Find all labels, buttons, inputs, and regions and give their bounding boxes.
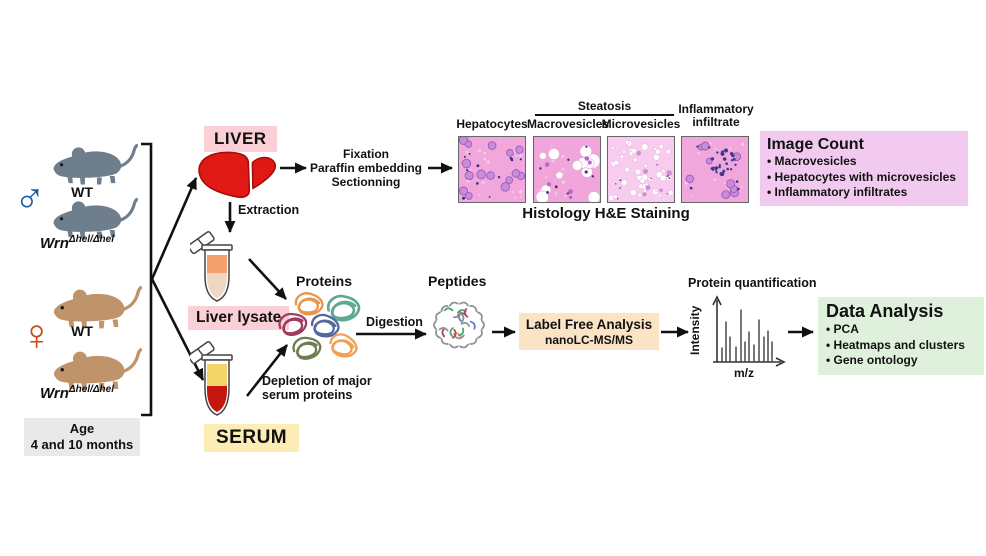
label-free-title: Label Free Analysis <box>525 317 653 332</box>
serum-tube-icon <box>190 341 233 416</box>
macrovesicles-image <box>533 136 601 203</box>
label-free-box: Label Free Analysis nanoLC-MS/MS <box>519 313 659 350</box>
protein-quantification-title: Protein quantification <box>688 276 817 290</box>
serum-tag: SERUM <box>204 424 300 452</box>
microvesicles-label: Microvesicles <box>601 117 681 131</box>
arrow-cohort-to-liver <box>150 177 198 280</box>
cohort-bracket <box>141 142 153 417</box>
image-count-box: Image Count Macrovesicles Hepatocytes wi… <box>760 131 968 206</box>
age-line2: 4 and 10 months <box>30 437 134 452</box>
histo-prep-steps: Fixation Paraffin embedding Sectionning <box>306 147 426 189</box>
steatosis-label: Steatosis <box>535 99 674 116</box>
image-count-item: Inflammatory infiltrates <box>767 185 963 201</box>
wt-male-label: WT <box>71 184 93 200</box>
liver-lysate-tube-icon <box>190 231 233 302</box>
liver-icon <box>198 151 276 199</box>
liver-lysate-tag: Liver lysate <box>188 306 290 330</box>
mutant-male-label: WrnΔhel/Δhel <box>40 234 114 252</box>
liver-tag: LIVER <box>204 126 277 152</box>
histology-caption: Histology H&E Staining <box>522 205 690 222</box>
proteins-label: Proteins <box>296 273 353 289</box>
digestion-label: Digestion <box>366 315 423 329</box>
female-symbol: ♀ <box>20 311 53 360</box>
extraction-label: Extraction <box>238 203 300 217</box>
inflammatory-image <box>681 136 749 203</box>
peptides-icon <box>433 301 485 349</box>
microvesicles-image <box>607 136 675 203</box>
peptides-label: Peptides <box>428 273 487 289</box>
prep-sectioning: Sectionning <box>331 175 401 189</box>
age-line1: Age <box>69 421 95 436</box>
label-free-subtitle: nanoLC-MS/MS <box>545 333 633 347</box>
mass-spectrum-plot <box>712 295 786 367</box>
wt-male-mouse-icon <box>46 142 138 186</box>
spectrum-y-axis-label: Intensity <box>688 305 702 355</box>
age-box: Age 4 and 10 months <box>24 418 140 456</box>
prep-paraffin: Paraffin embedding <box>309 161 422 175</box>
data-analysis-title: Data Analysis <box>826 301 944 321</box>
depletion-label: Depletion of major serum proteins <box>262 374 372 402</box>
arrow-serum-to-proteins <box>245 344 289 397</box>
hepatocytes-label: Hepatocytes <box>456 117 528 131</box>
wt-female-label: WT <box>71 323 93 339</box>
spectrum-x-axis-label: m/z <box>734 366 755 380</box>
proteins-icon <box>277 291 361 362</box>
arrow-lysate-to-proteins <box>248 258 287 300</box>
image-count-item: Macrovesicles <box>767 154 963 170</box>
data-analysis-box: Data Analysis PCA Heatmaps and clusters … <box>818 297 984 375</box>
hepatocytes-image <box>458 136 526 203</box>
macrovesicles-label: Macrovesicles <box>527 117 610 131</box>
data-analysis-item: Heatmaps and clusters <box>826 338 978 354</box>
inflammatory-label: Inflammatory infiltrate <box>678 102 754 129</box>
image-count-item: Hepatocytes with microvesicles <box>767 170 963 186</box>
image-count-title: Image Count <box>767 136 864 153</box>
data-analysis-item: Gene ontology <box>826 353 978 369</box>
male-symbol: ♂ <box>14 173 46 220</box>
mutant-female-label: WrnΔhel/Δhel <box>40 384 114 402</box>
prep-fixation: Fixation <box>342 147 389 161</box>
data-analysis-item: PCA <box>826 322 978 338</box>
